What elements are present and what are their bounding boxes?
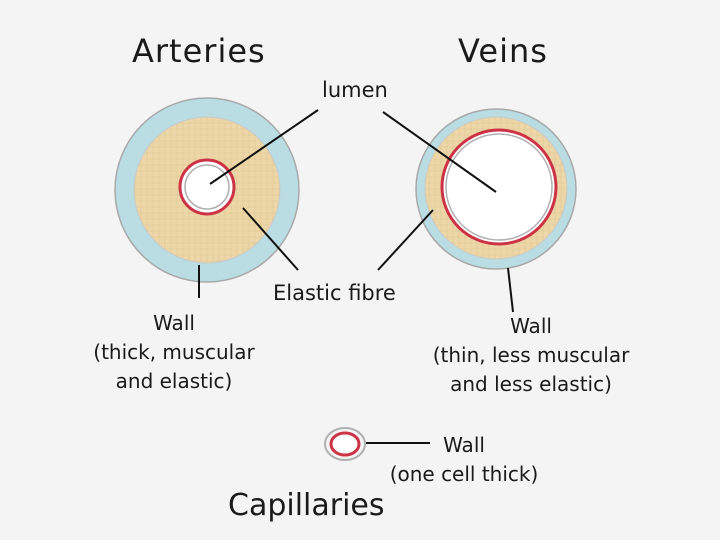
veins-title: Veins xyxy=(458,32,548,70)
arteries-title: Arteries xyxy=(132,32,266,70)
artery-wall-line3: and elastic) xyxy=(115,369,233,393)
elastic-pointer-artery xyxy=(242,207,299,271)
elastic-pointer-vein xyxy=(377,209,434,271)
lumen-pointer-vein xyxy=(382,111,497,193)
vein-wall-line2: (thin, less muscular xyxy=(432,343,630,367)
capillary-cross-section xyxy=(324,427,366,461)
capillaries-label: Capillaries xyxy=(228,488,385,523)
capillary-wall-line1: Wall xyxy=(443,433,485,457)
artery-lumen xyxy=(184,164,230,210)
capillary-wall-label: Wall (one cell thick) xyxy=(372,431,556,489)
vein-wall-line3: and less elastic) xyxy=(450,372,612,396)
lumen-pointer-artery xyxy=(209,109,319,185)
artery-wall-line2: (thick, muscular xyxy=(93,340,255,364)
vein-lumen xyxy=(445,133,553,241)
lumen-label: lumen xyxy=(322,78,388,102)
artery-wall-line1: Wall xyxy=(153,311,195,335)
capillary-wall-line2: (one cell thick) xyxy=(389,462,539,486)
vein-wall-line1: Wall xyxy=(510,314,552,338)
capillary-lumen xyxy=(329,431,361,457)
artery-wall-label: Wall (thick, muscular and elastic) xyxy=(74,309,274,396)
pointer-lines xyxy=(198,109,514,444)
vein-wall-pointer xyxy=(507,267,514,313)
elastic-fibre-label: Elastic fibre xyxy=(273,281,396,305)
vein-wall-label: Wall (thin, less muscular and less elast… xyxy=(420,312,642,399)
artery-cross-section xyxy=(114,97,300,283)
vein-cross-section xyxy=(415,108,577,270)
